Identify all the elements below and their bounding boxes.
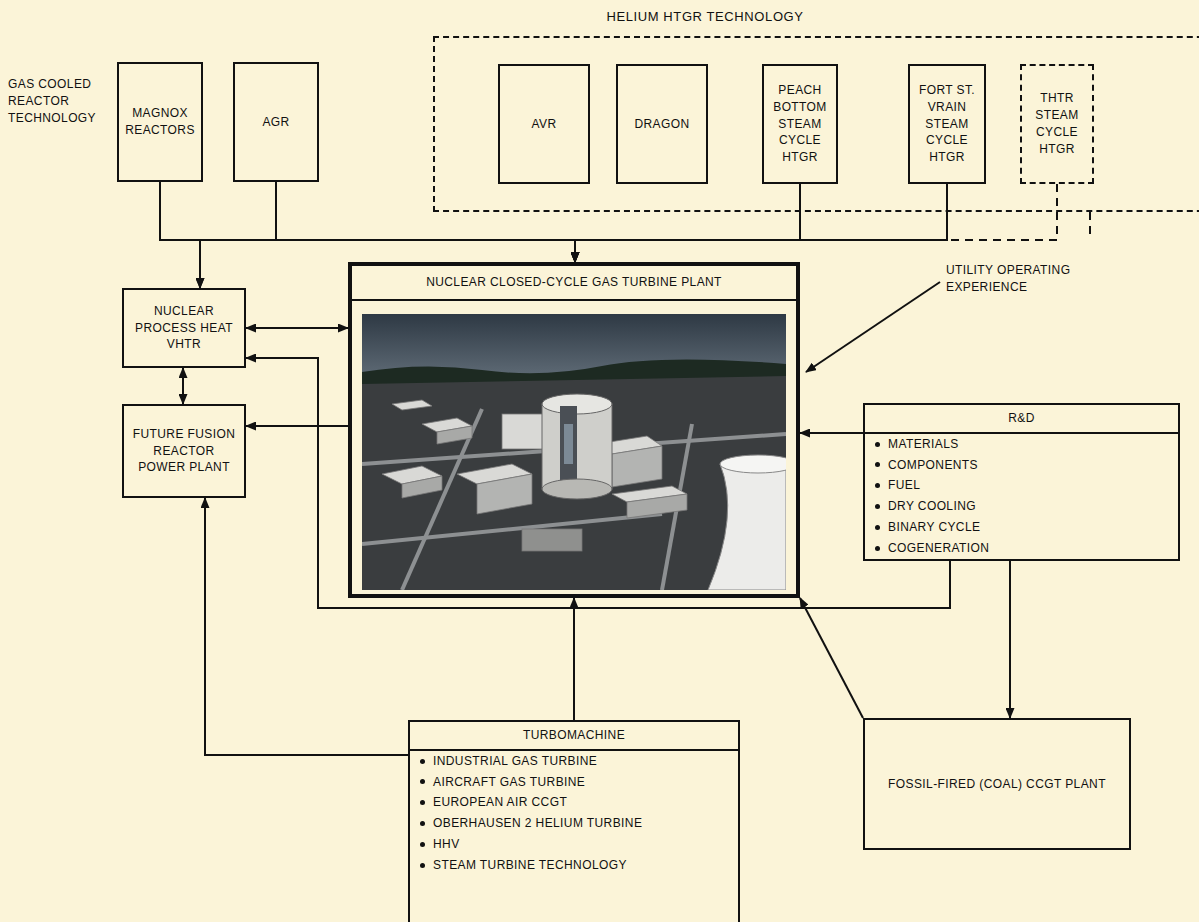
bullet-dot: [420, 759, 425, 764]
connector-arrow: [200, 182, 276, 288]
process-box: DRAGON: [616, 64, 708, 184]
bullet-dot: [420, 821, 425, 826]
process-box: AVR: [498, 64, 590, 184]
box-text: DRAGON: [634, 116, 689, 133]
list-item: INDUSTRIAL GAS TURBINE: [410, 751, 738, 772]
process-box: PEACH BOTTOM STEAM CYCLE HTGR: [762, 64, 838, 184]
list-item: COMPONENTS: [865, 455, 1178, 476]
bullet-dot: [875, 504, 880, 509]
list-text: INDUSTRIAL GAS TURBINE: [433, 753, 597, 770]
leader-line: [806, 282, 940, 372]
box-text: FORT ST. VRAIN STEAM CYCLE HTGR: [916, 82, 978, 166]
box-text: MAGNOX REACTORS: [125, 105, 195, 139]
list-item: FUEL: [865, 475, 1178, 496]
box-text: FOSSIL-FIRED (COAL) CCGT PLANT: [888, 776, 1106, 793]
connector-arrow: [246, 425, 348, 427]
box-text: THTR STEAM CYCLE HTGR: [1028, 90, 1086, 157]
list-text: DRY COOLING: [888, 498, 976, 515]
bullet-dot: [875, 546, 880, 551]
list-text: OBERHAUSEN 2 HELIUM TURBINE: [433, 815, 642, 832]
process-box: THTR STEAM CYCLE HTGR: [1020, 64, 1094, 184]
process-box: MAGNOX REACTORS: [117, 62, 203, 182]
connector-arrow: [800, 432, 863, 434]
bullet-dot: [875, 483, 880, 488]
list-item: BINARY CYCLE: [865, 517, 1178, 538]
box-text: AGR: [262, 114, 289, 131]
connector-arrow: [160, 182, 575, 262]
box-text: AVR: [532, 116, 557, 133]
connector-arrow: [182, 368, 184, 404]
dashed-extension: [1089, 212, 1091, 238]
list-text: AIRCRAFT GAS TURBINE: [433, 774, 585, 791]
list-item: STEAM TURBINE TECHNOLOGY: [410, 855, 738, 876]
bullet-dot: [875, 462, 880, 467]
list-text: STEAM TURBINE TECHNOLOGY: [433, 857, 627, 874]
list-text: COGENERATION: [888, 540, 989, 557]
list-item: EUROPEAN AIR CCGT: [410, 792, 738, 813]
connector-arrow: [1009, 561, 1011, 718]
list-text: BINARY CYCLE: [888, 519, 980, 536]
connector-arrow: [276, 182, 575, 262]
box-text: PEACH BOTTOM STEAM CYCLE HTGR: [770, 82, 830, 166]
box-heading: TURBOMACHINE: [410, 722, 738, 751]
process-box: FORT ST. VRAIN STEAM CYCLE HTGR: [908, 64, 986, 184]
list-text: HHV: [433, 836, 460, 853]
connector-arrow: [573, 598, 575, 720]
bullet-dot: [420, 779, 425, 784]
process-box: FUTURE FUSION REACTOR POWER PLANT: [122, 404, 246, 498]
list-text: FUEL: [888, 477, 920, 494]
process-box: NUCLEAR PROCESS HEAT VHTR: [122, 288, 246, 368]
note-label: UTILITY OPERATING EXPERIENCE: [946, 262, 1096, 296]
plant-title: NUCLEAR CLOSED-CYCLE GAS TURBINE PLANT: [352, 266, 796, 301]
list-text: MATERIALS: [888, 436, 959, 453]
list-item: COGENERATION: [865, 538, 1178, 559]
connector-arrow: [575, 184, 1057, 262]
group-region: HELIUM HTGR TECHNOLOGYAVRDRAGONPEACH BOT…: [433, 36, 1199, 212]
group-heading: HELIUM HTGR TECHNOLOGY: [525, 8, 885, 26]
box-text: FUTURE FUSION REACTOR POWER PLANT: [130, 426, 238, 476]
process-box: AGR: [233, 62, 319, 182]
plant-illustration: [362, 314, 786, 590]
connector-arrow: [575, 184, 947, 262]
list-item: DRY COOLING: [865, 496, 1178, 517]
process-box: FOSSIL-FIRED (COAL) CCGT PLANT: [863, 718, 1131, 850]
list-item: AIRCRAFT GAS TURBINE: [410, 772, 738, 793]
note-label: GAS COOLED REACTOR TECHNOLOGY: [8, 76, 108, 126]
bullet-dot: [875, 525, 880, 530]
list-box: TURBOMACHINE INDUSTRIAL GAS TURBINE AIRCRA…: [408, 720, 740, 922]
list-item: MATERIALS: [865, 434, 1178, 455]
connector-arrow: [246, 327, 348, 329]
box-heading: R&D: [865, 405, 1178, 434]
list-box: R&D MATERIALS COMPONENTS FUEL DRY COOLING BIN…: [863, 403, 1180, 561]
list-item: OBERHAUSEN 2 HELIUM TURBINE: [410, 813, 738, 834]
list-text: EUROPEAN AIR CCGT: [433, 794, 567, 811]
bullet-dot: [420, 842, 425, 847]
bullet-dot: [420, 800, 425, 805]
box-text: NUCLEAR PROCESS HEAT VHTR: [130, 303, 238, 353]
connector-arrow: [160, 182, 200, 288]
connector-arrow: [575, 184, 800, 262]
list-item: HHV: [410, 834, 738, 855]
bullet-dot: [420, 863, 425, 868]
bullet-dot: [875, 442, 880, 447]
list-text: COMPONENTS: [888, 457, 978, 474]
plant-box: NUCLEAR CLOSED-CYCLE GAS TURBINE PLANT: [348, 262, 800, 598]
connector-arrow: [800, 598, 863, 718]
